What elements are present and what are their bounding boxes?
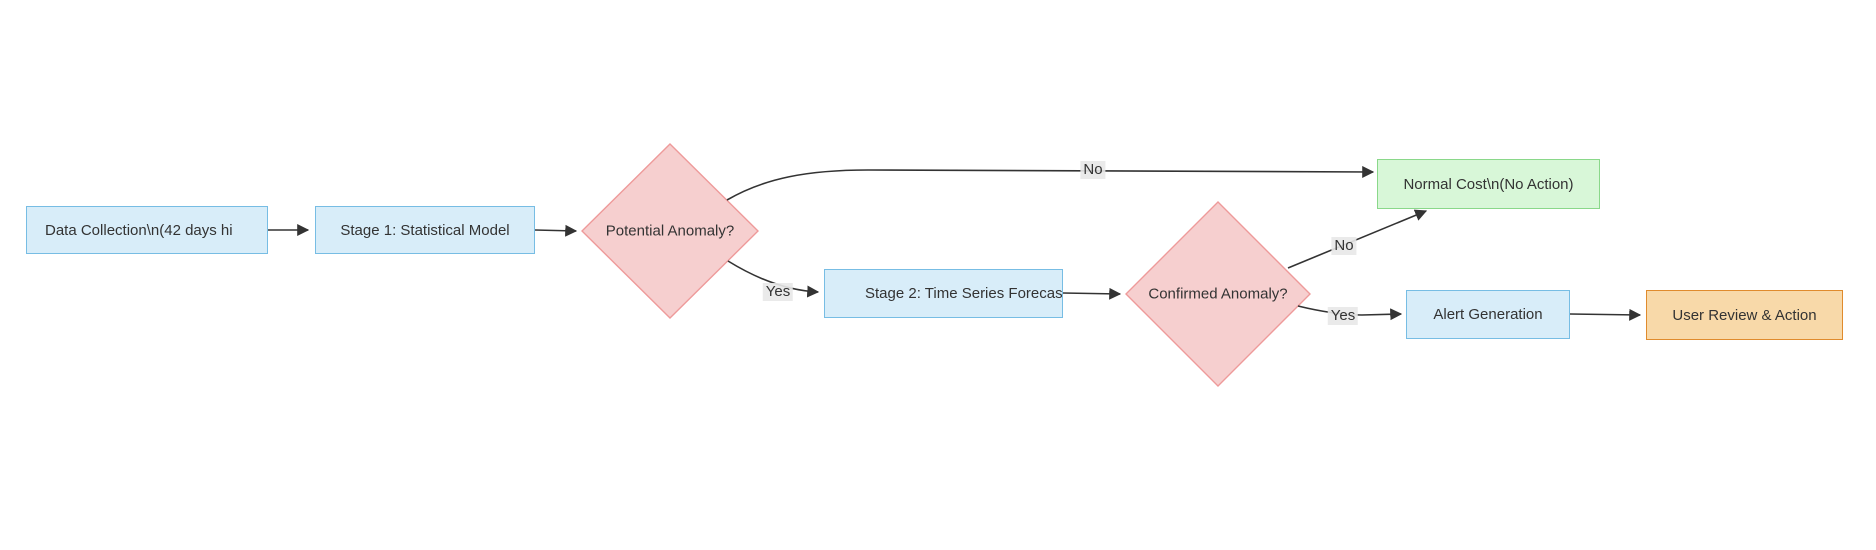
decision-label-potential-anomaly: Potential Anomaly? [605,222,735,240]
edge-confirmed-anomaly-no-to-normal-cost [1287,209,1428,269]
edge-potential-anomaly-no-to-normal-cost [726,165,1375,201]
node-normal-cost: Normal Cost\n(No Action) [1377,159,1600,209]
node-stage2: Stage 2: Time Series Forecas [824,269,1063,318]
node-user-review: User Review & Action [1646,290,1843,340]
decision-diamond-confirmed-anomaly [1125,201,1311,387]
edge-label-no-confirmed: No [1331,237,1357,255]
node-data-collection: Data Collection\n(42 days hi [26,206,268,254]
decision-label-confirmed-anomaly: Confirmed Anomaly? [1148,285,1288,303]
edge-stage2-to-confirmed-anomaly [1062,287,1122,300]
edge-stage1-to-potential-anomaly [534,224,578,237]
node-stage1: Stage 1: Statistical Model [315,206,535,254]
edge-label-yes-potential: Yes [762,283,794,301]
decision-diamond-potential-anomaly [581,143,759,319]
edge-label-no-potential: No [1080,161,1106,179]
node-alert-generation: Alert Generation [1406,290,1570,339]
edge-alert-to-user-review [1569,308,1642,321]
edge-label-yes-confirmed: Yes [1327,307,1359,325]
